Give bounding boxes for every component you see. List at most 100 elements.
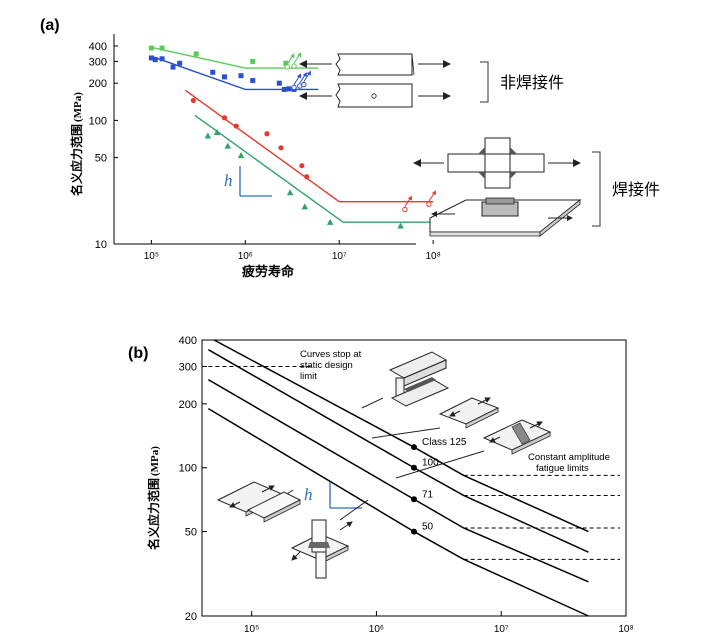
a-ytick-label: 200 (89, 78, 107, 90)
b-class-label: 100 (422, 458, 439, 469)
b-class-marker (411, 496, 417, 503)
a-fit-line (151, 55, 319, 91)
b-series-1: 100 (208, 349, 620, 553)
a-xtick-label: 10⁶ (238, 251, 253, 262)
detail-cruciform-3d (290, 519, 353, 579)
curves-stop-note: Curves stop at static design limit (300, 349, 364, 382)
b-class-marker (411, 444, 417, 451)
a-data-point (190, 97, 196, 104)
a-data-point (148, 55, 154, 61)
bracket-non-welded (480, 61, 489, 103)
label-non-welded: 非焊接件 (500, 73, 564, 92)
b-xtick-label: 10⁸ (618, 624, 633, 635)
a-xtick-label: 10⁵ (144, 251, 159, 262)
a-runout-point (426, 201, 432, 207)
panel-b-ylabel-unit: (MPa) (149, 446, 161, 476)
a-data-point (250, 58, 256, 64)
curves-stop-line-1: Curves stop at (300, 349, 362, 360)
a-ytick-label: 10 (95, 239, 107, 251)
a-data-point (286, 86, 292, 92)
b-class-label: 50 (422, 522, 434, 533)
a-data-point (299, 163, 305, 169)
a-ytick-label: 400 (89, 41, 107, 53)
a-series-1 (148, 55, 319, 92)
a-series-2 (184, 89, 436, 213)
a-runout-arrowhead (302, 71, 307, 77)
a-data-point (278, 145, 284, 151)
b-sn-curve (208, 349, 589, 553)
a-data-point (159, 56, 165, 62)
b-sn-curve (213, 339, 589, 533)
a-series-0 (148, 45, 319, 70)
a-runout-arrowhead (290, 53, 295, 59)
detail-lap-joint (216, 481, 302, 523)
panel-b-ylabel: 名义应力范围(MPa) (146, 446, 161, 550)
cafl-note: Constant amplitude fatigue limits (528, 452, 613, 474)
curves-stop-line-2: static design (300, 360, 353, 371)
a-runout-point (291, 63, 297, 69)
a-data-point (193, 51, 199, 57)
a-ytick-label: 100 (89, 115, 107, 127)
panel-a-ylabel-text: 名义应力范围 (69, 124, 84, 196)
a-ytick-label: 300 (89, 56, 107, 68)
specimen-plate-plain (299, 53, 451, 76)
a-runout-point (301, 81, 307, 88)
a-data-point (301, 203, 309, 210)
a-data-point (224, 142, 231, 149)
b-class-label: Class 125 (422, 437, 467, 448)
a-data-point (159, 45, 165, 51)
b-series-3: 50 (207, 407, 620, 617)
panel-a-series (148, 45, 436, 229)
a-data-point (304, 174, 310, 180)
b-class-marker (411, 528, 417, 535)
panel-a-slope-indicator: h (224, 166, 272, 197)
label-welded: 焊接件 (612, 180, 660, 199)
a-runout-arrowhead (297, 52, 302, 58)
b-ytick-label: 300 (179, 362, 197, 374)
b-series-2: 71 (208, 379, 620, 583)
a-data-point (233, 123, 239, 129)
a-ytick-label: 50 (95, 153, 107, 165)
b-sn-curve (207, 407, 589, 617)
a-data-point (238, 73, 244, 79)
panel-a-y-ticks: 10 50 100 200 300 400 (89, 41, 118, 251)
a-series-3 (194, 114, 434, 229)
a-data-point (326, 218, 334, 225)
a-data-point (177, 60, 183, 66)
detail-beam-sketch (388, 351, 450, 407)
a-data-point (237, 151, 245, 159)
a-runout-arrowhead (407, 195, 412, 201)
a-data-point (213, 128, 221, 135)
b-ytick-label: 200 (179, 399, 197, 411)
panel-a-slope-label: h (224, 171, 233, 190)
panel-a-label: (a) (40, 17, 60, 34)
specimen-plate-hole (299, 83, 451, 108)
curves-stop-line-3: limit (300, 371, 317, 382)
a-data-point (152, 57, 158, 63)
b-series-0: Class 125 (213, 339, 620, 533)
b-sn-curve (208, 379, 589, 583)
b-xtick-label: 10⁶ (369, 624, 384, 635)
panel-b-label: (b) (128, 345, 148, 362)
a-data-point (264, 131, 270, 137)
a-runout-arrowhead (306, 70, 311, 76)
cafl-line-2: fatigue limits (536, 463, 589, 474)
panel-a-xlabel: 疲劳寿命 (242, 264, 295, 280)
b-class-label: 71 (422, 489, 434, 500)
a-fit-line (194, 114, 434, 223)
a-runout-arrowhead (297, 73, 302, 79)
panel-a-ylabel-unit: (MPa) (72, 92, 84, 122)
panel-b-series: Class 125 100 71 50 (207, 339, 620, 617)
detail-plate-butt (438, 397, 500, 429)
a-data-point (221, 74, 227, 80)
detail-plate-transverse-weld (482, 419, 552, 455)
a-runout-point (291, 84, 297, 91)
a-data-point (281, 86, 287, 92)
b-ytick-label: 20 (185, 611, 197, 623)
